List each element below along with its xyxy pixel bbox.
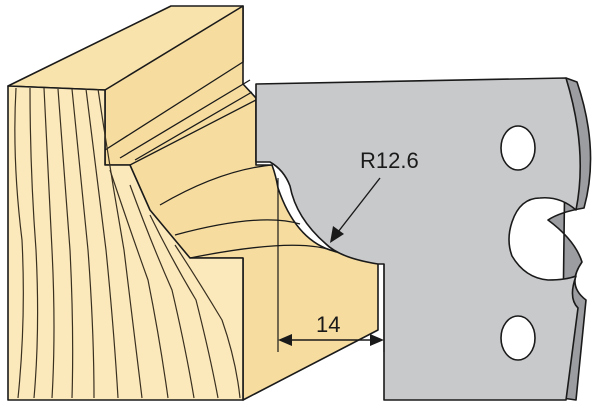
profile-knife: [255, 77, 592, 401]
wood-end-grain-face: [7, 85, 244, 401]
profile-ridge-lines: [104, 61, 337, 259]
width-label: 14: [316, 312, 340, 337]
knife-lower-hole: [500, 315, 536, 361]
radius-label: R12.6: [360, 148, 419, 173]
knife-upper-hole: [500, 125, 536, 171]
dimensions: R12.6 14: [277, 148, 419, 352]
wood-workpiece: [7, 5, 379, 401]
radius-leader: [330, 177, 381, 243]
width-dimension-line: [278, 334, 384, 346]
knife-face: [255, 77, 582, 401]
wood-grain-lines: [14, 87, 241, 399]
